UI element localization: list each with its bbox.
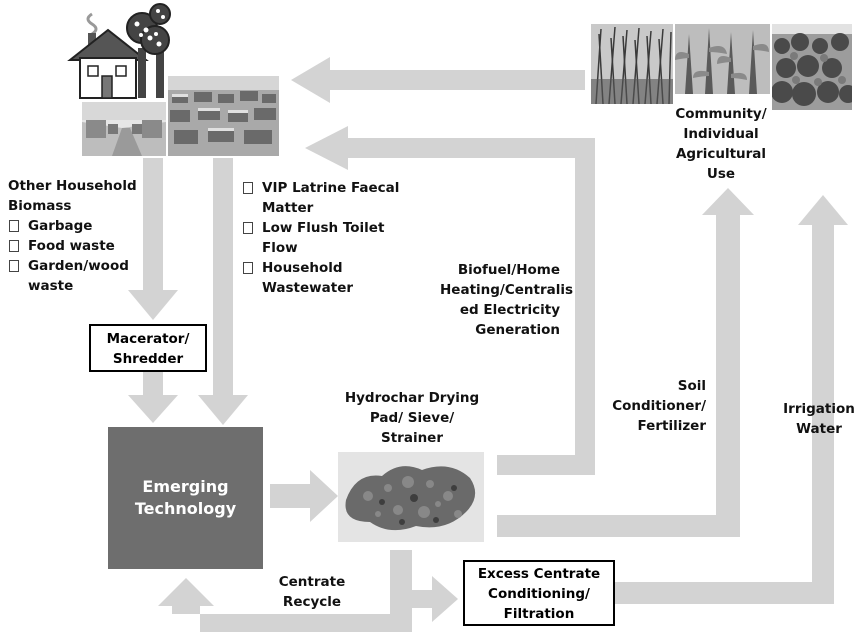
excess-centrate-box: Excess Centrate Conditioning/ Filtration [463, 560, 615, 626]
arrow-faecal-down [198, 158, 248, 425]
biomass-item-waste: waste [28, 278, 74, 294]
soil-conditioner-label: Soil Conditioner/ Fertilizer [612, 378, 706, 434]
vegetable-garden-photo [772, 24, 852, 110]
arrow-biofuel-return [305, 126, 595, 475]
faecal-item-vip: VIP Latrine Faecal [242, 178, 399, 198]
irrigation-water-label: Irrigation Water [783, 401, 855, 437]
hydrochar-drying-label: Hydrochar Drying Pad/ Sieve/ Strainer [344, 390, 480, 446]
arrow-macerator-down [128, 372, 178, 423]
hydrochar-photo [338, 452, 484, 542]
faecal-label: VIP Latrine Faecal Matter Low Flush Toil… [242, 178, 399, 298]
faecal-item-low-flush: Low Flush Toilet [242, 218, 399, 238]
faecal-item-household: Household [242, 258, 399, 278]
maize-crop-photo [675, 24, 770, 94]
centrate-recycle-label: Centrate Recycle [278, 574, 346, 610]
macerator-shredder-box: Macerator/ Shredder [89, 324, 207, 372]
arrow-tech-to-drying [270, 470, 338, 522]
arrow-biomass-down [128, 158, 178, 320]
biomass-item-garden-wood: Garden/wood [8, 256, 137, 276]
settlement-aerial-photo [168, 76, 279, 156]
biomass-item-garbage: Garbage [8, 216, 137, 236]
biomass-label: Other Household Biomass Garbage Food was… [8, 178, 137, 294]
township-street-photo [82, 102, 166, 156]
community-agricultural-label: Community/ Individual Agricultural Use [675, 106, 767, 182]
biofuel-label: Biofuel/Home Heating/Centralis ed Electr… [440, 262, 574, 338]
arrow-irrigation-up [612, 195, 848, 604]
biomass-item-food-waste: Food waste [8, 236, 137, 256]
arrow-crops-to-houses [291, 57, 585, 103]
arrow-centrate-recycle [158, 550, 458, 632]
grass-crop-photo [591, 24, 673, 104]
arrow-soil-up [497, 188, 754, 537]
